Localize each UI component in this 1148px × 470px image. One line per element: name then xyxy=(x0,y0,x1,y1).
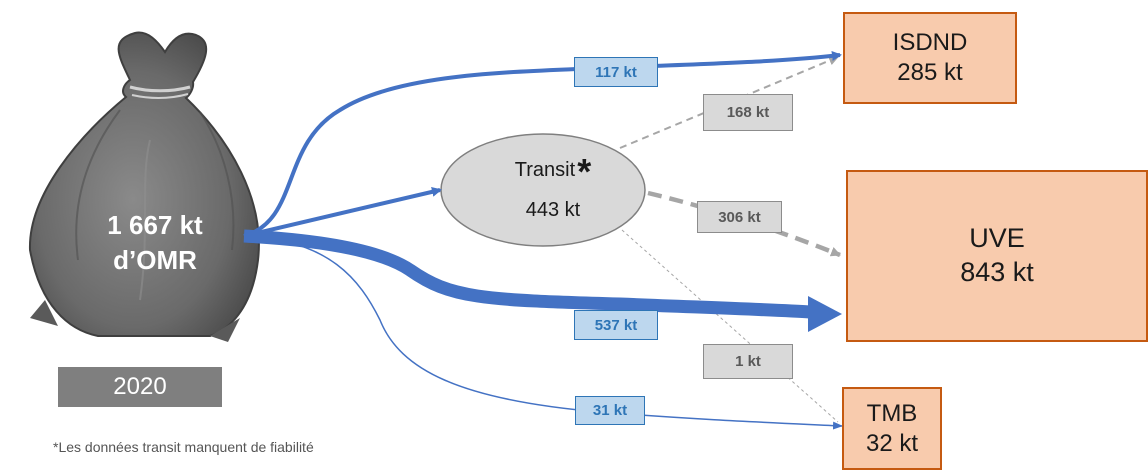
transit-name: Transit xyxy=(514,159,576,181)
isdnd-name: ISDND xyxy=(892,29,968,56)
flow-direct-transit xyxy=(243,186,442,238)
uve-amount: 843 kt xyxy=(960,257,1034,287)
flow-transit-uve xyxy=(647,190,841,258)
transit-asterisk: * xyxy=(577,151,592,192)
isdnd-amount: 285 kt xyxy=(897,59,963,86)
flow-transit-isdnd xyxy=(619,55,839,149)
transit-label: Transit* 443 kt xyxy=(478,148,628,224)
destination-tmb: TMB 32 kt xyxy=(842,387,942,470)
label-transit-uve: 306 kt xyxy=(697,201,782,233)
arrow-head-uve xyxy=(808,296,842,332)
year-badge: 2020 xyxy=(58,367,222,407)
flow-transit-tmb xyxy=(621,229,839,423)
label-direct-tmb: 31 kt xyxy=(575,396,645,425)
flow-direct-isdnd xyxy=(243,50,842,238)
destination-uve: UVE 843 kt xyxy=(846,170,1148,342)
source-amount: 1 667 kt xyxy=(107,210,203,240)
label-transit-tmb: 1 kt xyxy=(703,344,793,379)
label-direct-uve: 537 kt xyxy=(574,310,658,340)
uve-name: UVE xyxy=(969,223,1025,254)
footnote: *Les données transit manquent de fiabili… xyxy=(53,439,314,455)
tmb-amount: 32 kt xyxy=(865,429,919,457)
transit-amount: 443 kt xyxy=(525,198,581,221)
flow-direct-tmb xyxy=(243,235,843,430)
destination-isdnd: ISDND 285 kt xyxy=(843,12,1017,104)
label-direct-isdnd: 117 kt xyxy=(574,57,658,87)
garbage-bag-icon xyxy=(28,31,260,342)
source-label: 1 667 kt d’OMR xyxy=(60,208,250,278)
label-transit-isdnd: 168 kt xyxy=(703,94,793,131)
flow-direct-uve xyxy=(243,229,811,319)
tmb-name: TMB xyxy=(866,399,918,427)
source-unit-label: d’OMR xyxy=(113,245,197,276)
